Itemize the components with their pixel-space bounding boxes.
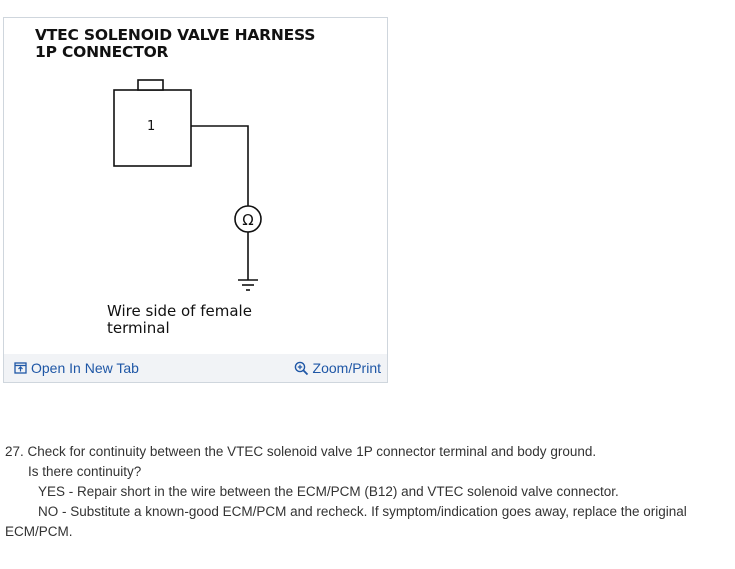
test-lead-wire — [191, 125, 249, 206]
ground-icon — [238, 279, 258, 291]
open-in-new-tab-link[interactable]: Open In New Tab — [14, 360, 139, 376]
zoom-print-label: Zoom/Print — [312, 360, 381, 376]
zoom-print-link[interactable]: Zoom/Print — [294, 360, 381, 376]
connector-diagram: Ω — [113, 79, 262, 291]
zoom-icon — [294, 361, 308, 375]
ohmmeter-icon: Ω — [234, 205, 262, 233]
diagram-title: VTEC SOLENOID VALVE HARNESS 1P CONNECTOR — [35, 26, 316, 61]
figure-panel: Ω VTEC SOLENOID VALVE HARNESS 1P CONNECT… — [3, 17, 388, 383]
step-question: Is there continuity? — [28, 464, 142, 479]
step-instruction: 27. Check for continuity between the VTE… — [5, 444, 597, 459]
open-in-new-tab-label: Open In New Tab — [31, 360, 139, 376]
step-answer-no: NO - Substitute a known-good ECM/PCM and… — [5, 504, 687, 539]
ohm-symbol: Ω — [242, 211, 253, 229]
figure-toolbar: Open In New Tab Zoom/Print — [4, 354, 387, 382]
diagram-caption: Wire side of female terminal — [107, 302, 252, 337]
connector-tab — [137, 79, 164, 91]
terminal-number: 1 — [147, 119, 156, 134]
step-answer-yes: YES - Repair short in the wire between t… — [38, 484, 619, 499]
open-new-tab-icon — [14, 362, 27, 374]
troubleshooting-step: 27. Check for continuity between the VTE… — [5, 442, 730, 542]
